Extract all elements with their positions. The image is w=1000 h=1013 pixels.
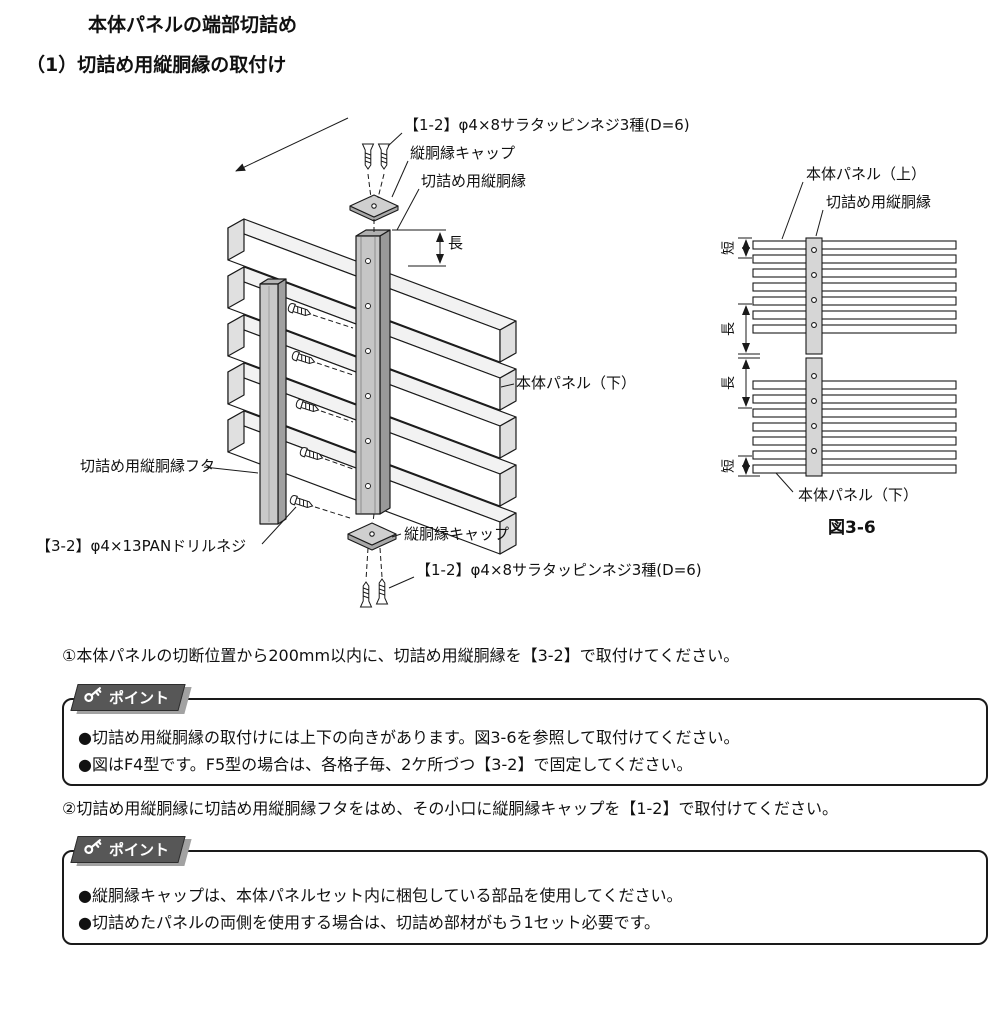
point-badge-2: ポイント (70, 836, 192, 866)
label-dim-long: 長 (448, 234, 463, 252)
fig-panel-lower-bars (752, 380, 957, 474)
key-icon (84, 687, 102, 703)
fig-label-long-1: 長 (721, 322, 737, 336)
fig-leader-lines (775, 181, 824, 493)
point-item: ●図はF4型です。F5型の場合は、各格子毎、2ケ所づつ【3-2】で固定してくださ… (78, 755, 693, 774)
dimension-long-main (392, 229, 446, 267)
fig-caption: 図3-6 (828, 518, 876, 538)
instruction-step-2: ②切詰め用縦胴縁に切詰め用縦胴縁フタをはめ、その小口に縦胴縁キャップを【1-2】… (62, 799, 838, 818)
leader-lines-main (203, 132, 515, 589)
fig-member-upper (805, 237, 823, 355)
point-badge-label: ポイント (109, 841, 170, 859)
label-screw-bottom: 【1-2】φ4×8サラタッピンネジ3種(D=6) (416, 561, 702, 579)
fig-label-short-1: 短 (721, 241, 737, 255)
page-title: 本体パネルの端部切詰め (88, 14, 298, 36)
label-panel-lower: 本体パネル（下） (516, 374, 636, 392)
fig-dimensions (738, 237, 760, 477)
figure-3-6: 本体パネル（上） 切詰め用縦胴縁 短 長 長 短 本体パネル（下） 図3-6 (721, 165, 957, 538)
fig-member-lower (805, 357, 823, 477)
fig-label-panel-lower: 本体パネル（下） (798, 486, 918, 504)
assembly-diagram: 長 【1-2】φ4×8サラタッピンネジ3種(D=6) 縦胴縁キャップ 切詰め用縦… (36, 116, 957, 608)
assembly-axis-lines (312, 173, 385, 581)
label-cap-top: 縦胴縁キャップ (410, 144, 515, 162)
point-badge-1: ポイント (70, 684, 192, 714)
fig-label-panel-upper: 本体パネル（上） (806, 165, 926, 183)
point-box-2: ポイント ●縦胴縁キャップは、本体パネルセット内に梱包している部品を使用してくだ… (62, 836, 988, 945)
label-cap-bottom: 縦胴縁キャップ (404, 525, 509, 543)
label-furring-cover: 切詰め用縦胴縁フタ (80, 457, 215, 475)
fig-panel-upper-bars (752, 240, 957, 334)
label-drill-screw: 【3-2】φ4×13PANドリルネジ (36, 537, 246, 555)
screw-bottom-pair (360, 578, 388, 608)
vertical-furring-member (355, 229, 391, 515)
fig-label-vertical-furring: 切詰め用縦胴縁 (826, 193, 931, 211)
cap-top (349, 194, 399, 222)
fig-label-short-2: 短 (721, 459, 737, 473)
point-item: ●縦胴縁キャップは、本体パネルセット内に梱包している部品を使用してください。 (78, 886, 683, 905)
fig-label-long-2: 長 (721, 376, 737, 390)
furring-cover-strip (259, 278, 287, 525)
screw-top-pair (362, 143, 390, 170)
point-badge-label: ポイント (109, 689, 170, 707)
label-screw-top: 【1-2】φ4×8サラタッピンネジ3種(D=6) (404, 116, 690, 134)
label-vertical-furring: 切詰め用縦胴縁 (421, 172, 526, 190)
point-box-1: ポイント ●切詰め用縦胴縁の取付けには上下の向きがあります。図3-6を参照して取… (62, 684, 988, 786)
point-item: ●切詰め用縦胴縁の取付けには上下の向きがあります。図3-6を参照して取付けてくだ… (78, 728, 740, 747)
cap-bottom (347, 522, 397, 551)
instruction-step-1: ①本体パネルの切断位置から200mm以内に、切詰め用縦胴縁を【3-2】で取付けて… (62, 646, 740, 665)
section-heading: （1）切詰め用縦胴縁の取付け (26, 54, 287, 76)
point-item: ●切詰めたパネルの両側を使用する場合は、切詰め部材がもう1セット必要です。 (78, 913, 661, 932)
key-icon (84, 839, 102, 855)
cut-direction-arrow (235, 117, 349, 172)
